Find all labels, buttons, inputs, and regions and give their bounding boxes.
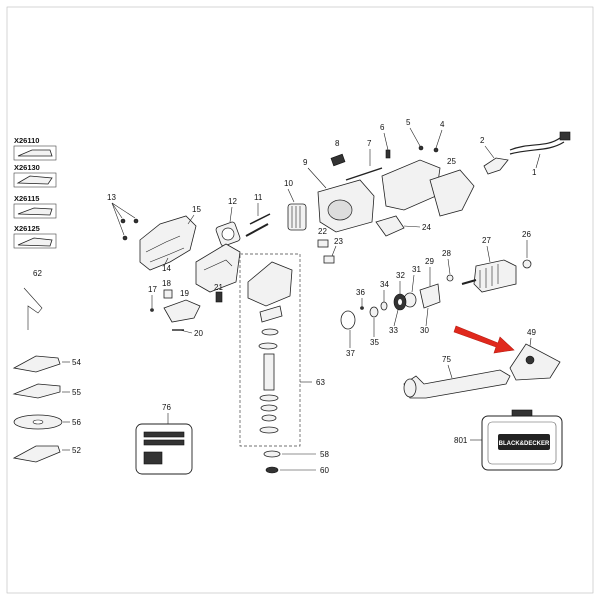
motor-housing-group: 10 9 8 7 xyxy=(284,139,383,233)
callout-19: 19 xyxy=(180,289,189,298)
callout-9: 9 xyxy=(303,158,308,167)
page-frame xyxy=(6,6,594,594)
manual-76: 76 xyxy=(135,403,193,475)
callout-17: 17 xyxy=(148,285,157,294)
callout-49: 49 xyxy=(527,328,536,337)
callout-25: 25 xyxy=(447,157,456,166)
callout-37: 37 xyxy=(346,349,355,358)
callout-11: 11 xyxy=(254,193,263,202)
blade-group: 54 55 56 52 xyxy=(12,355,81,463)
callout-1: 1 xyxy=(532,168,537,177)
callout-13: 13 xyxy=(107,193,116,202)
callout-14: 14 xyxy=(162,264,171,273)
callout-62: 62 xyxy=(33,269,42,278)
callout-58: 58 xyxy=(320,450,329,459)
accessory-panel: X26110 X26130 X26115 X26125 xyxy=(13,136,57,249)
accessory-code: X26130 xyxy=(14,163,40,172)
case-brand-logo: BLACK&DECKER xyxy=(499,441,550,447)
callout-54: 54 xyxy=(72,358,81,367)
callout-52: 52 xyxy=(72,446,81,455)
rear-housing-group: 6 5 4 25 24 xyxy=(375,118,475,237)
callout-76: 76 xyxy=(162,403,171,412)
callout-18: 18 xyxy=(162,279,171,288)
carry-case-801: BLACK&DECKER 801 xyxy=(454,409,563,471)
callout-75: 75 xyxy=(442,355,451,364)
callout-7: 7 xyxy=(367,139,372,148)
callout-30: 30 xyxy=(420,326,429,335)
flange-12-group: 12 11 xyxy=(215,193,271,247)
callout-8: 8 xyxy=(335,139,340,148)
callout-28: 28 xyxy=(442,249,451,258)
accessory-code: X26125 xyxy=(14,224,40,233)
callout-12: 12 xyxy=(228,197,237,206)
callout-34: 34 xyxy=(380,280,389,289)
part-62-hex-key: 62 xyxy=(23,269,42,330)
callout-33: 33 xyxy=(389,326,398,335)
callout-31: 31 xyxy=(412,265,421,274)
callout-27: 27 xyxy=(482,236,491,245)
armature-group: 26 27 28 29 30 31 32 33 34 35 36 xyxy=(340,230,531,358)
callout-56: 56 xyxy=(72,418,81,427)
accessory-item: X26115 xyxy=(13,194,57,219)
callout-6: 6 xyxy=(380,123,385,132)
accessory-item: X26110 xyxy=(13,136,57,161)
callout-10: 10 xyxy=(284,179,293,188)
callout-26: 26 xyxy=(522,230,531,239)
callout-801: 801 xyxy=(454,436,468,445)
callout-2: 2 xyxy=(480,136,485,145)
accessory-item: X26130 xyxy=(13,163,57,188)
callout-63: 63 xyxy=(316,378,325,387)
extraction-tube-75: 75 xyxy=(403,355,511,399)
cord-group: 2 1 xyxy=(480,131,571,177)
brush-group: 22 23 xyxy=(317,227,343,264)
gear-housing-group: 17 18 19 20 21 xyxy=(148,243,241,338)
highlight-arrow xyxy=(453,325,515,354)
callout-29: 29 xyxy=(425,257,434,266)
left-housing-group: 13 15 14 xyxy=(107,193,201,273)
callout-22: 22 xyxy=(318,227,327,236)
callout-4: 4 xyxy=(440,120,445,129)
callout-35: 35 xyxy=(370,338,379,347)
callout-23: 23 xyxy=(334,237,343,246)
sanding-attachment-group: 49 xyxy=(453,325,561,381)
callout-20: 20 xyxy=(194,329,203,338)
callout-55: 55 xyxy=(72,388,81,397)
callout-32: 32 xyxy=(396,271,405,280)
callout-21: 21 xyxy=(214,283,223,292)
callout-15: 15 xyxy=(192,205,201,214)
callout-60: 60 xyxy=(320,466,329,475)
gear-head-assembly-63: 63 58 60 xyxy=(239,253,329,475)
accessory-code: X26115 xyxy=(14,194,39,203)
callout-5: 5 xyxy=(406,118,411,127)
accessory-code: X26110 xyxy=(14,136,39,145)
callout-24: 24 xyxy=(422,223,431,232)
accessory-item: X26125 xyxy=(13,224,57,249)
callout-36: 36 xyxy=(356,288,365,297)
